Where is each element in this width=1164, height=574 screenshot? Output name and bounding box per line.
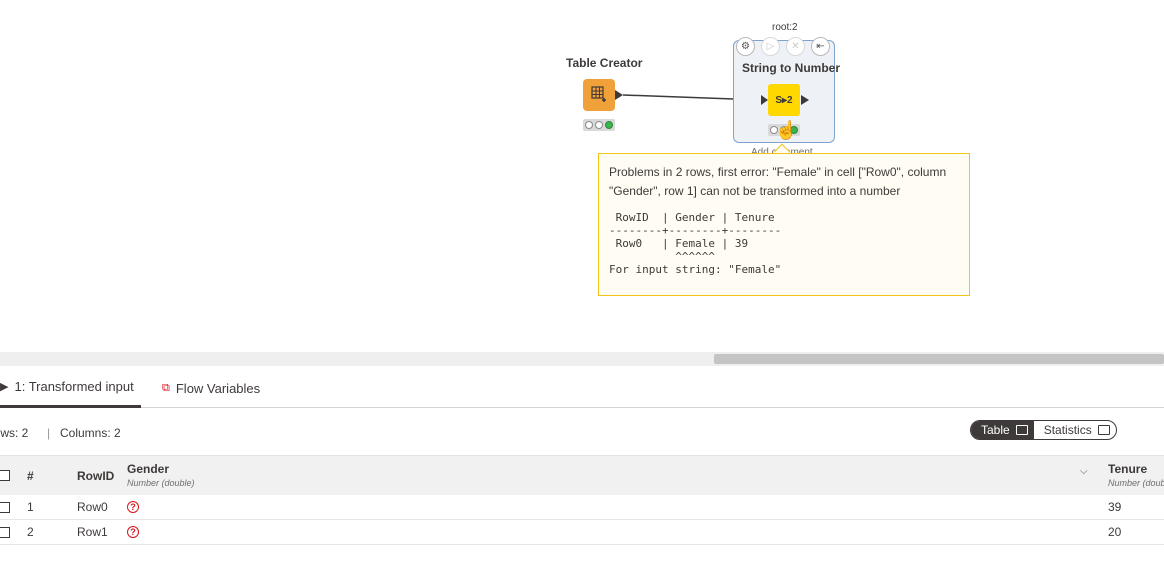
string-to-number-node[interactable]: S▸2 (768, 84, 800, 116)
status-yellow-light (595, 121, 603, 129)
table-view-button[interactable]: Table (971, 421, 1034, 439)
hand-cursor-icon: ☝ (775, 120, 798, 140)
string-to-number-status-light (768, 124, 800, 136)
status-green-light (790, 126, 798, 134)
table-info-bar: Rows: 2 | Columns: 2 (0, 420, 1164, 448)
table-view-label: Table (981, 423, 1010, 437)
status-green-light (605, 121, 613, 129)
output-tabs: ▶ 1: Transformed input ⧉ Flow Variables (0, 368, 1164, 408)
tenure-column-header[interactable]: Tenure (1108, 462, 1148, 476)
tenure-cell: 39 (1108, 500, 1122, 514)
missing-value-icon: ? (127, 526, 139, 538)
string-to-number-icon: S▸2 (775, 94, 793, 106)
table-creator-output-port[interactable] (615, 90, 623, 100)
statistics-view-label: Statistics (1043, 423, 1092, 437)
row-checkbox[interactable] (0, 527, 10, 538)
tab-label: Flow Variables (175, 380, 261, 396)
info-separator: | (47, 426, 51, 440)
table-creator-label: Table Creator (566, 56, 643, 70)
chevron-down-icon[interactable]: ⌵ (1080, 466, 1088, 477)
table-creator-node[interactable] (583, 79, 615, 111)
row-index: 1 (27, 500, 34, 514)
table-row[interactable]: 1 Row0 ? 39 (0, 495, 1164, 520)
tenure-column-type: Number (double) (1108, 478, 1164, 488)
tab-flow-variables[interactable]: ⧉ Flow Variables (162, 368, 260, 408)
table-row[interactable]: 2 Row1 ? 20 (0, 520, 1164, 545)
node-warning-tooltip: Problems in 2 rows, first error: "Female… (598, 153, 970, 296)
tooltip-detail: RowID | Gender | Tenure --------+-------… (609, 211, 782, 276)
row-index: 2 (27, 525, 34, 539)
play-icon: ▶ (0, 381, 9, 393)
node-action-toolbar: ⚙ ▷ ✕ ⇤ (736, 37, 830, 56)
tooltip-message: Problems in 2 rows, first error: "Female… (609, 165, 947, 198)
row-checkbox[interactable] (0, 502, 10, 513)
status-red-light (585, 121, 593, 129)
configure-icon[interactable]: ⚙ (736, 37, 755, 56)
row-id: Row1 (77, 525, 108, 539)
columns-count: Columns: 2 (60, 426, 121, 440)
table-creator-status-light (583, 119, 615, 131)
reset-icon[interactable]: ⇤ (811, 37, 830, 56)
row-id: Row0 (77, 500, 108, 514)
rowid-column-header[interactable]: RowID (77, 469, 115, 483)
table-header: # RowID Gender Number (double) Tenure Nu… (0, 455, 1164, 495)
cancel-icon[interactable]: ✕ (786, 37, 805, 56)
scrollbar-thumb[interactable] (714, 354, 1164, 364)
string-to-number-label: String to Number (742, 61, 840, 75)
table-icon (591, 86, 606, 102)
missing-value-icon: ? (127, 501, 139, 513)
workflow-canvas[interactable]: Table Creator root:2 ⚙ ▷ ✕ ⇤ String to N… (0, 0, 1164, 352)
view-toggle: Table Statistics (970, 420, 1117, 440)
rows-count: Rows: 2 (0, 426, 29, 440)
connection-line (622, 94, 762, 101)
node-id-label: root:2 (772, 22, 798, 33)
select-all-checkbox[interactable] (0, 470, 10, 481)
tab-transformed-input[interactable]: ▶ 1: Transformed input (0, 368, 141, 408)
status-red-light (770, 126, 778, 134)
open-window-icon[interactable] (1097, 425, 1110, 435)
flow-variable-icon: ⧉ (162, 381, 170, 394)
gender-column-header[interactable]: Gender (127, 462, 170, 476)
tenure-cell: 20 (1108, 525, 1122, 539)
string-to-number-output-port[interactable] (801, 95, 809, 105)
execute-icon[interactable]: ▷ (761, 37, 780, 56)
open-window-icon[interactable] (1015, 425, 1028, 435)
index-column-header: # (27, 469, 34, 483)
statistics-view-button[interactable]: Statistics (1034, 421, 1116, 439)
gender-column-type: Number (double) (127, 478, 195, 488)
string-to-number-input-port[interactable] (761, 95, 768, 105)
status-yellow-light (780, 126, 788, 134)
tab-label: 1: Transformed input (14, 379, 134, 394)
